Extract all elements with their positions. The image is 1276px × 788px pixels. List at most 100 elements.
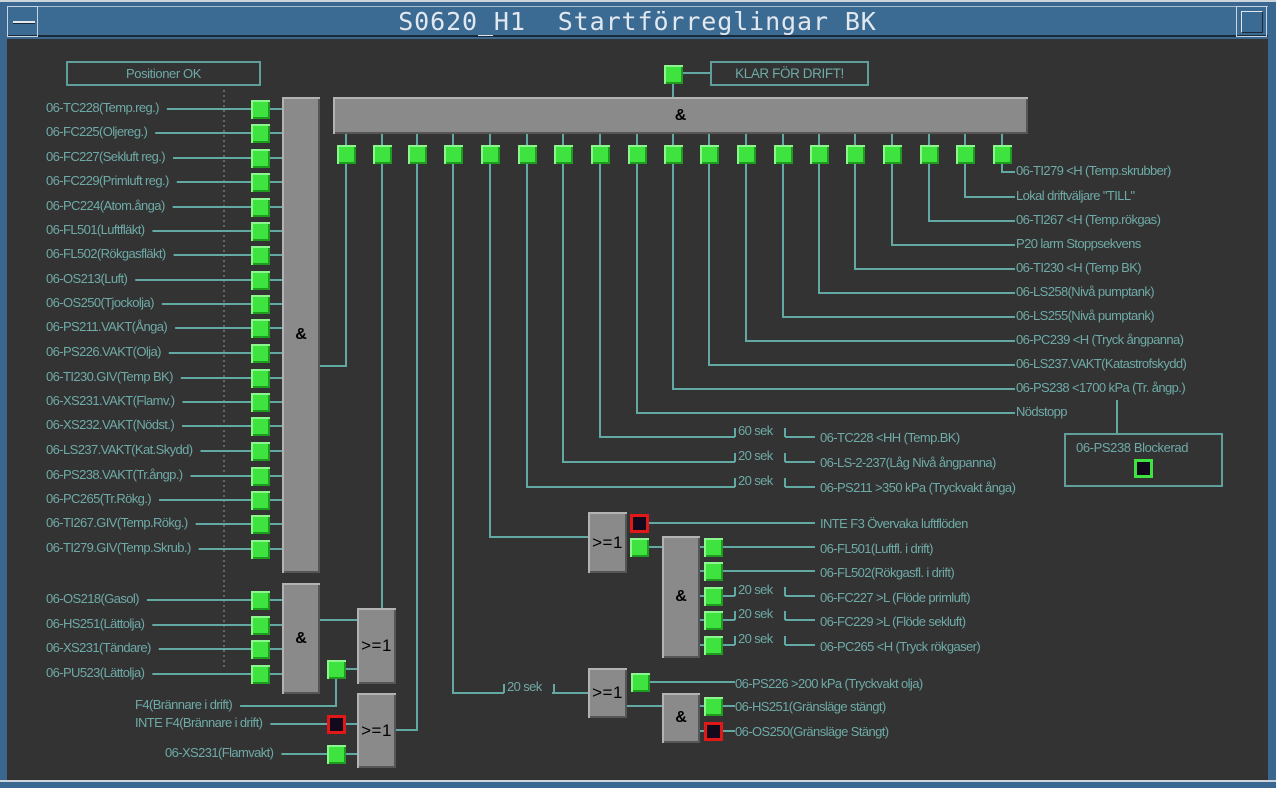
oil-position-indicator[interactable]	[704, 722, 723, 741]
flame-guard-label: 06-XS231(Flamvakt)	[165, 745, 274, 760]
input-indicator[interactable]	[251, 417, 270, 436]
burner-running-label: F4(Brännare i drift)	[135, 697, 233, 712]
condition-indicator[interactable]	[408, 145, 427, 164]
condition-indicator[interactable]	[700, 145, 719, 164]
input-indicator[interactable]	[251, 100, 270, 119]
condition-indicator[interactable]	[518, 145, 537, 164]
and-gate-fuel[interactable]: &	[282, 583, 320, 694]
timer-label: 20 sek	[738, 473, 773, 488]
oil-pressure-indicator[interactable]	[631, 673, 650, 692]
ready-for-operation-box: KLAR FÖR DRIFT!	[710, 61, 869, 86]
title-bar[interactable]: S0620_H1 Startförreglingar BK	[7, 6, 1268, 37]
and-gate-oil[interactable]: &	[662, 693, 700, 743]
airflow-indicator[interactable]	[704, 538, 723, 557]
condition-indicator[interactable]	[337, 145, 356, 164]
or-gate-oil[interactable]: >=1	[588, 668, 627, 718]
condition-indicator[interactable]	[920, 145, 939, 164]
input-indicator[interactable]	[251, 344, 270, 363]
condition-indicator[interactable]	[628, 145, 647, 164]
oil-position-label: 06-OS250(Gränsläge Stängt)	[735, 724, 889, 739]
oil-position-label: 06-HS251(Gränsläge stängt)	[735, 699, 886, 714]
input-label: 06-TC228(Temp.reg.)	[46, 100, 159, 115]
input-indicator[interactable]	[251, 124, 270, 143]
or-gate-airflow[interactable]: >=1	[588, 512, 627, 573]
condition-indicator[interactable]	[444, 145, 463, 164]
or-gate-flame[interactable]: >=1	[357, 693, 396, 768]
gate-symbol: &	[675, 709, 687, 726]
maximize-button[interactable]	[1236, 6, 1267, 37]
timer-label: 20 sek	[738, 606, 773, 621]
fuel-indicator[interactable]	[251, 616, 270, 635]
burner-running-indicator[interactable]	[327, 660, 346, 679]
input-indicator[interactable]	[251, 393, 270, 412]
flame-guard-indicator[interactable]	[327, 745, 346, 764]
input-indicator[interactable]	[251, 467, 270, 486]
fuel-input-label: 06-OS218(Gasol)	[46, 591, 139, 606]
condition-indicator[interactable]	[737, 145, 756, 164]
input-indicator[interactable]	[251, 198, 270, 217]
input-indicator[interactable]	[251, 246, 270, 265]
airflow-indicator[interactable]	[704, 636, 723, 655]
airflow-indicator[interactable]	[704, 611, 723, 630]
condition-label: 06-LS258(Nivå pumptank)	[1016, 284, 1155, 299]
condition-label: 06-TI267 <H (Temp.rökgas)	[1016, 212, 1161, 227]
ready-indicator[interactable]	[664, 65, 683, 84]
fuel-indicator[interactable]	[251, 665, 270, 684]
condition-indicator[interactable]	[810, 145, 829, 164]
input-indicator[interactable]	[251, 491, 270, 510]
input-indicator[interactable]	[251, 271, 270, 290]
condition-indicator[interactable]	[554, 145, 573, 164]
and-gate-ready[interactable]: &	[333, 97, 1028, 134]
gate-symbol: >=1	[361, 636, 392, 655]
condition-label: 06-TC228 <HH (Temp.BK)	[820, 430, 960, 445]
input-indicator[interactable]	[251, 515, 270, 534]
input-indicator[interactable]	[251, 173, 270, 192]
input-label: 06-FC229(Primluft reg.)	[46, 173, 169, 188]
condition-indicator[interactable]	[664, 145, 683, 164]
input-indicator[interactable]	[251, 319, 270, 338]
timer-label: 20 sek	[738, 631, 773, 646]
condition-indicator[interactable]	[591, 145, 610, 164]
input-indicator[interactable]	[251, 540, 270, 559]
condition-indicator[interactable]	[883, 145, 902, 164]
condition-indicator[interactable]	[481, 145, 500, 164]
blocked-indicator[interactable]	[1134, 459, 1153, 478]
minimize-icon	[13, 21, 35, 24]
condition-indicator[interactable]	[774, 145, 793, 164]
wire-condition	[672, 164, 1015, 390]
timer-label: 60 sek	[738, 423, 773, 438]
oil-position-indicator[interactable]	[704, 697, 723, 716]
condition-indicator[interactable]	[846, 145, 865, 164]
and-gate-positions[interactable]: &	[282, 97, 320, 573]
wire-condition	[782, 164, 1015, 318]
airflow-indicator[interactable]	[704, 587, 723, 606]
input-label: 06-LS237.VAKT(Kat.Skydd)	[46, 442, 193, 457]
oil-pressure-label: 06-PS226 >200 kPa (Tryckvakt olja)	[735, 676, 923, 691]
fuel-indicator[interactable]	[251, 640, 270, 659]
and-gate-airflow[interactable]: &	[662, 536, 700, 658]
input-indicator[interactable]	[251, 149, 270, 168]
wire-condition	[928, 164, 1015, 222]
input-indicator[interactable]	[251, 295, 270, 314]
wire-and-to-top-0	[320, 164, 347, 367]
condition-label: Lokal driftväljare "TILL"	[1016, 188, 1135, 203]
input-indicator[interactable]	[251, 369, 270, 388]
or-gate-fuel[interactable]: >=1	[357, 608, 396, 684]
window-title: S0620_H1 Startförreglingar BK	[398, 7, 877, 36]
condition-indicator[interactable]	[993, 145, 1012, 164]
input-indicator[interactable]	[251, 442, 270, 461]
gate-symbol: >=1	[592, 532, 623, 552]
condition-indicator[interactable]	[373, 145, 392, 164]
condition-label: 06-TI279 <H (Temp.skrubber)	[1016, 163, 1171, 178]
condition-indicator[interactable]	[956, 145, 975, 164]
burner-not-running-indicator[interactable]	[327, 715, 346, 734]
airflow-indicator[interactable]	[704, 562, 723, 581]
minimize-button[interactable]	[7, 6, 38, 37]
input-indicator[interactable]	[251, 222, 270, 241]
condition-label: 06-LS-2-237(Låg Nivå ångpanna)	[820, 455, 996, 470]
timer-label: 20 sek	[738, 582, 773, 597]
airflow-not-monitored-indicator[interactable]	[630, 514, 649, 533]
input-label: 06-FL501(Luftfläkt)	[46, 222, 145, 237]
airflow-or-indicator[interactable]	[630, 538, 649, 557]
fuel-indicator[interactable]	[251, 591, 270, 610]
